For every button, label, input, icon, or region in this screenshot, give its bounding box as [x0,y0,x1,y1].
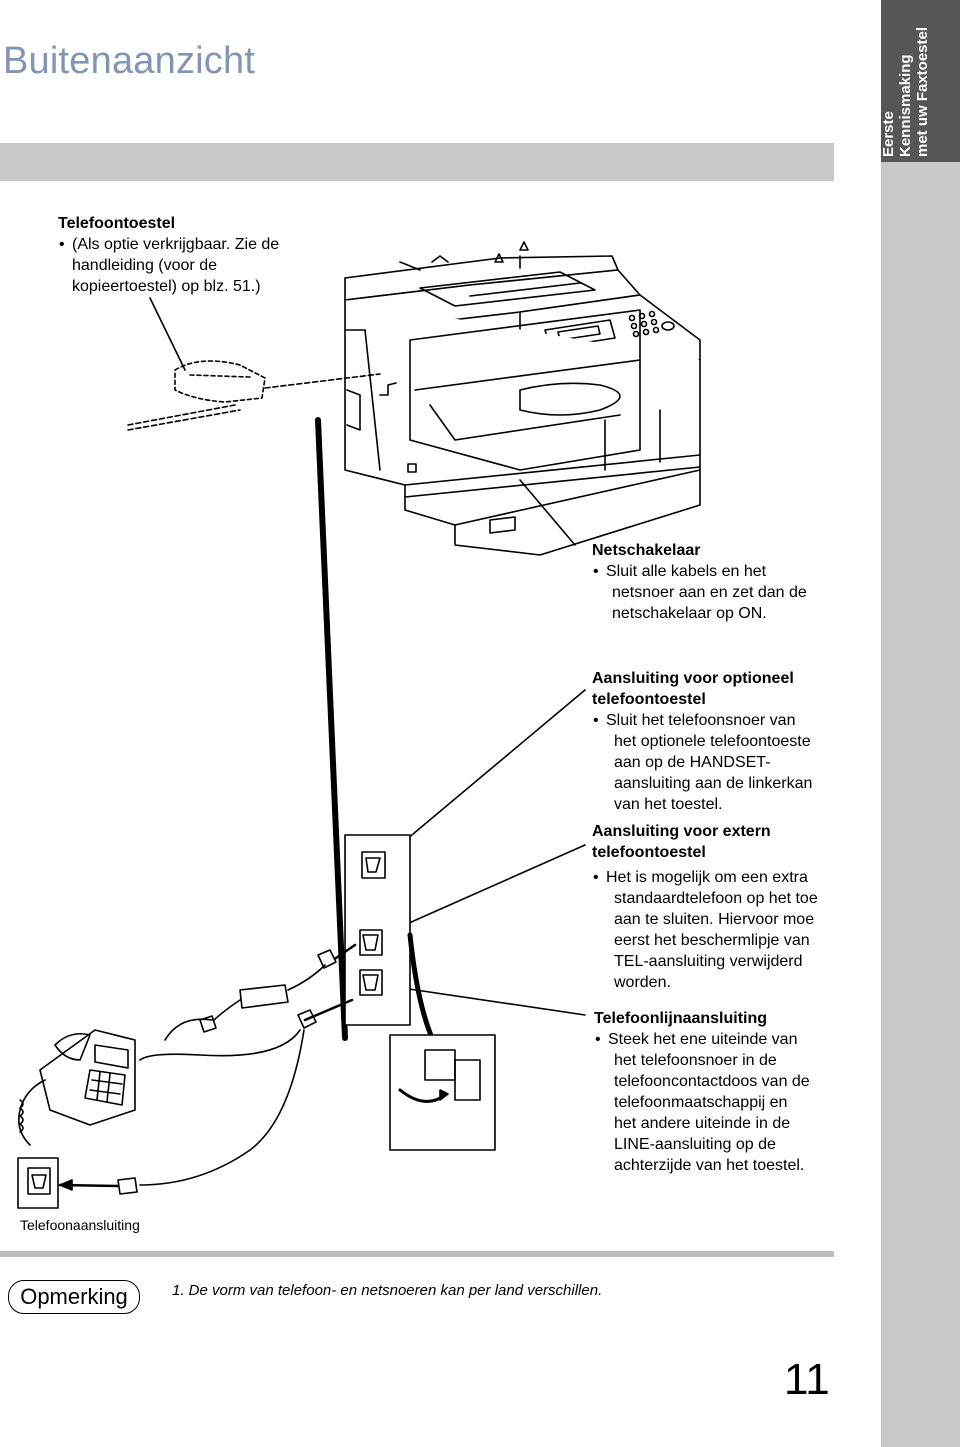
label-optioneel: Aansluiting voor optioneel telefoontoest… [592,668,833,815]
wall-jack-caption: Telefoonaansluiting [20,1217,140,1233]
label-telefoontoestel: Telefoontoestel (Als optie verkrijgbaar.… [58,213,318,297]
note-text: 1. De vorm van telefoon- en netsnoeren k… [172,1282,603,1299]
title-bar [0,143,834,181]
page-title: Buitenaanzicht [3,40,256,82]
page-number: 11 [784,1355,830,1404]
side-bar [881,0,960,1447]
chapter-tab[interactable] [881,0,960,162]
label-extern: Aansluiting voor extern telefoontoestel … [592,821,833,993]
label-lijnaansluiting: Telefoonlijnaansluiting Steek het ene ui… [594,1008,834,1176]
note-badge: Opmerking [8,1280,140,1314]
bottom-divider [0,1251,834,1257]
label-netschakelaar: Netschakelaar Sluit alle kabels en het n… [592,540,832,624]
